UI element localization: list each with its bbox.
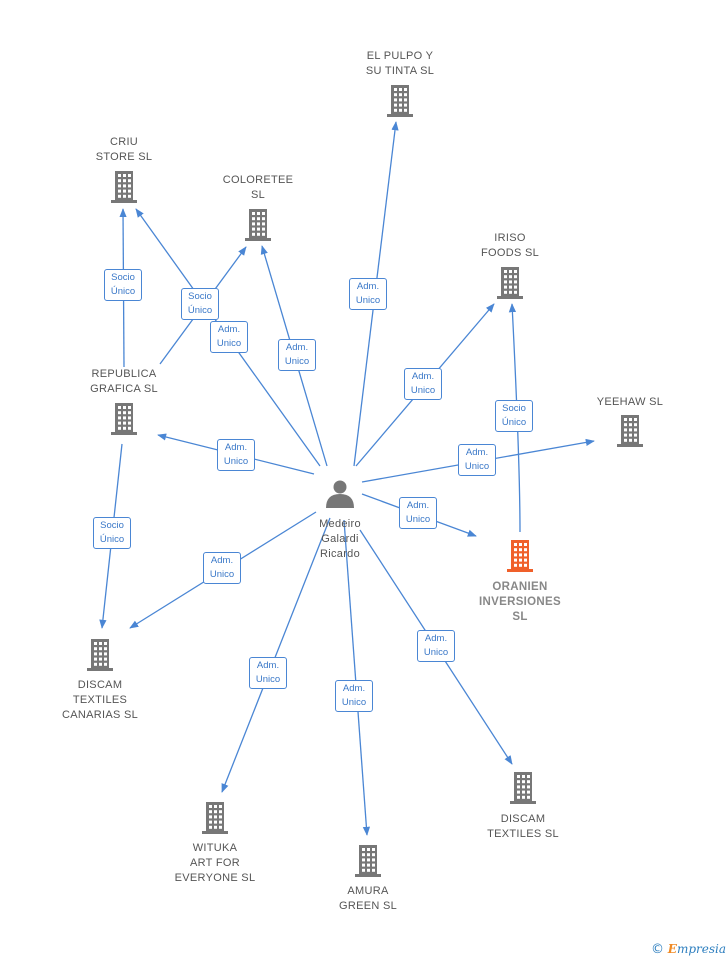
brand-initial: E bbox=[667, 942, 677, 956]
icons-layer bbox=[87, 85, 643, 877]
edge-label-republica-to-coloretee[interactable]: Socio Único bbox=[181, 288, 219, 320]
edge-label-person-to-discam[interactable]: Adm. Unico bbox=[417, 630, 455, 662]
edge-label-person-to-wituka[interactable]: Adm. Unico bbox=[249, 657, 287, 689]
building-icon[interactable] bbox=[245, 209, 271, 241]
edge-person-to-amura bbox=[343, 519, 371, 836]
building-icon[interactable] bbox=[355, 845, 381, 877]
node-label-person[interactable]: Medeiro Galardi Ricardo bbox=[319, 518, 361, 560]
edge-label-person-to-oranien[interactable]: Adm. Unico bbox=[399, 497, 437, 529]
brand-name: mpresia bbox=[676, 942, 726, 956]
person-icon[interactable] bbox=[326, 480, 354, 509]
node-label-oranien[interactable]: ORANIEN INVERSIONES SL bbox=[479, 581, 561, 623]
building-icon[interactable] bbox=[87, 639, 113, 671]
edge-label-person-to-discam_canarias[interactable]: Adm. Unico bbox=[203, 552, 241, 584]
building-icon[interactable] bbox=[510, 772, 536, 804]
edge-label-republica-to-criu[interactable]: Socio Único bbox=[104, 269, 142, 301]
node-label-discam_canarias[interactable]: DISCAM TEXTILES CANARIAS SL bbox=[61, 679, 139, 721]
edge-label-person-to-criu[interactable]: Adm. Unico bbox=[210, 321, 248, 353]
edge-label-person-to-pulpo[interactable]: Adm. Unico bbox=[349, 278, 387, 310]
edge-label-oranien-to-iriso[interactable]: Socio Único bbox=[495, 400, 533, 432]
node-label-yeehaw[interactable]: YEEHAW SL bbox=[596, 396, 664, 408]
edges-layer bbox=[99, 121, 595, 836]
node-label-pulpo[interactable]: EL PULPO Y SU TINTA SL bbox=[365, 50, 435, 77]
copyright-symbol: © bbox=[650, 942, 664, 957]
edge-label-person-to-republica[interactable]: Adm. Unico bbox=[217, 439, 255, 471]
building-icon[interactable] bbox=[111, 171, 137, 203]
building-icon[interactable] bbox=[507, 540, 533, 572]
edge-oranien-to-iriso bbox=[508, 303, 521, 533]
edge-label-person-to-iriso[interactable]: Adm. Unico bbox=[404, 368, 442, 400]
edge-label-republica-to-discam_canarias[interactable]: Socio Único bbox=[93, 517, 131, 549]
node-label-iriso[interactable]: IRISO FOODS SL bbox=[480, 232, 540, 259]
node-label-republica[interactable]: REPUBLICA GRAFICA SL bbox=[90, 368, 158, 395]
building-icon[interactable] bbox=[202, 802, 228, 834]
node-label-discam[interactable]: DISCAM TEXTILES SL bbox=[487, 813, 559, 840]
building-icon[interactable] bbox=[111, 403, 137, 435]
building-icon[interactable] bbox=[387, 85, 413, 117]
node-label-criu[interactable]: CRIU STORE SL bbox=[95, 136, 153, 163]
edge-label-person-to-coloretee[interactable]: Adm. Unico bbox=[278, 339, 316, 371]
edge-person-to-wituka bbox=[221, 517, 331, 793]
building-icon[interactable] bbox=[617, 415, 643, 447]
node-label-coloretee[interactable]: COLORETEE SL bbox=[222, 174, 294, 201]
node-label-wituka[interactable]: WITUKA ART FOR EVERYONE SL bbox=[174, 842, 256, 884]
edge-label-person-to-amura[interactable]: Adm. Unico bbox=[335, 680, 373, 712]
node-label-amura[interactable]: AMURA GREEN SL bbox=[338, 885, 398, 912]
empresia-logo[interactable]: © Empresia bbox=[651, 942, 726, 957]
edge-label-person-to-yeehaw[interactable]: Adm. Unico bbox=[458, 444, 496, 476]
building-icon[interactable] bbox=[497, 267, 523, 299]
